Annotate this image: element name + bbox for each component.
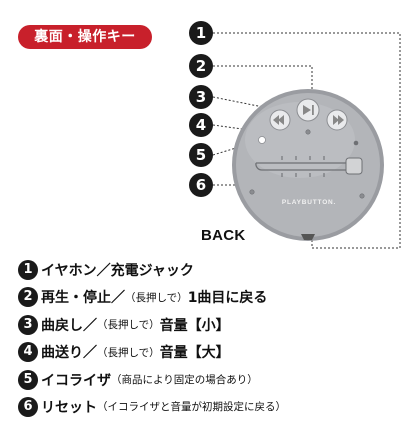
legend-item: 3 曲戻し／ （長押しで） 音量【小】 [18, 312, 418, 338]
brand-label: PLAYBUTTON. [282, 199, 336, 206]
leader-4 [212, 124, 265, 133]
callout-3: 3 [189, 85, 213, 109]
fast-forward-icon [333, 115, 344, 125]
legend-item: 2 再生・停止／ （長押しで） 1曲目に戻る [18, 284, 418, 310]
callout-1: 1 [189, 21, 213, 45]
control-legend: 1 イヤホン／充電ジャック 2 再生・停止／ （長押しで） 1曲目に戻る 3 曲… [18, 257, 418, 421]
callout-2: 2 [189, 54, 213, 78]
play-icon [303, 105, 311, 115]
legend-label: イコライザ [41, 372, 111, 389]
legend-label: 曲送り／ [41, 345, 97, 362]
leader-2 [213, 65, 313, 100]
legend-label-after: 音量【小】 [159, 317, 230, 334]
leader-1 [213, 32, 401, 249]
legend-number: 5 [18, 369, 38, 390]
leader-3 [212, 96, 279, 111]
legend-item: 5 イコライザ （商品により固定の場合あり） [18, 367, 418, 393]
legend-item: 6 リセット （イコライザと音量が初期設定に戻る） [18, 394, 418, 420]
next-track-button[interactable] [326, 109, 348, 131]
legend-label-after: 音量【大】 [159, 345, 230, 362]
legend-note: （長押しで） [97, 346, 160, 359]
legend-label: リセット [41, 399, 97, 416]
equalizer-button[interactable] [258, 136, 266, 144]
play-pause-button[interactable] [296, 98, 320, 122]
earphone-jack[interactable] [301, 234, 315, 240]
previous-track-button[interactable] [269, 109, 291, 131]
legend-label: 曲戻し／ [41, 317, 97, 334]
legend-number: 2 [18, 287, 38, 308]
legend-item: 1 イヤホン／充電ジャック [18, 257, 418, 283]
legend-item: 4 曲送り／ （長押しで） 音量【大】 [18, 339, 418, 365]
callout-6: 6 [189, 173, 213, 197]
safety-pin [255, 156, 363, 177]
legend-number: 6 [18, 396, 38, 417]
screw-icon [305, 129, 311, 135]
callout-4: 4 [189, 113, 213, 137]
legend-label: 再生・停止／ [41, 290, 125, 307]
legend-label-after: 1曲目に戻る [187, 290, 268, 307]
screw-icon [359, 193, 365, 199]
rewind-icon [273, 115, 284, 125]
pause-bar-icon [312, 105, 314, 115]
section-badge: 裏面・操作キー [18, 25, 152, 49]
back-label: BACK [201, 227, 246, 244]
screws [249, 129, 365, 199]
legend-number: 3 [18, 314, 38, 335]
legend-label: イヤホン／充電ジャック [41, 263, 194, 279]
legend-number: 4 [18, 342, 38, 363]
legend-note: （長押しで） [97, 319, 160, 332]
screw-icon [249, 189, 255, 195]
device-diagram: PLAYBUTTON. [212, 32, 401, 249]
reset-button[interactable] [353, 140, 359, 146]
legend-note: （イコライザと音量が初期設定に戻る） [97, 401, 286, 414]
callout-5: 5 [189, 143, 213, 167]
legend-note: （商品により固定の場合あり） [111, 374, 258, 387]
legend-note: （長押しで） [125, 291, 188, 304]
legend-number: 1 [18, 260, 38, 280]
